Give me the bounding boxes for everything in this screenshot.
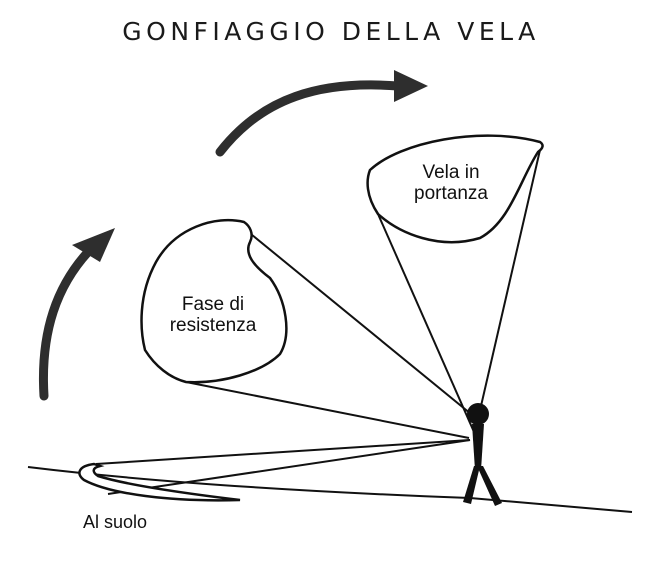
canopy-ground [78, 462, 241, 502]
curved-arrow-icon [215, 70, 428, 157]
label-lift-phase: Vela in portanza [396, 162, 506, 204]
label-ground-phase: Al suolo [83, 512, 148, 532]
lift-lines [377, 149, 541, 433]
canopy-lift [366, 134, 544, 244]
label-drag-line-1: Fase di [181, 294, 245, 315]
label-drag-phase: Fase di resistenza [153, 294, 273, 336]
label-drag-line-2: resistenza [169, 315, 257, 336]
ground-lines [95, 439, 471, 495]
pilot-figure-icon [463, 403, 502, 506]
canopy-drag [140, 218, 288, 384]
drag-lines [185, 229, 472, 439]
label-lift-line-2: portanza [414, 183, 488, 204]
curved-arrow-icon [38, 228, 115, 401]
diagram-title: GONFIAGGIO DELLA VELA [122, 17, 540, 46]
label-lift-line-1: Vela in [422, 162, 480, 183]
